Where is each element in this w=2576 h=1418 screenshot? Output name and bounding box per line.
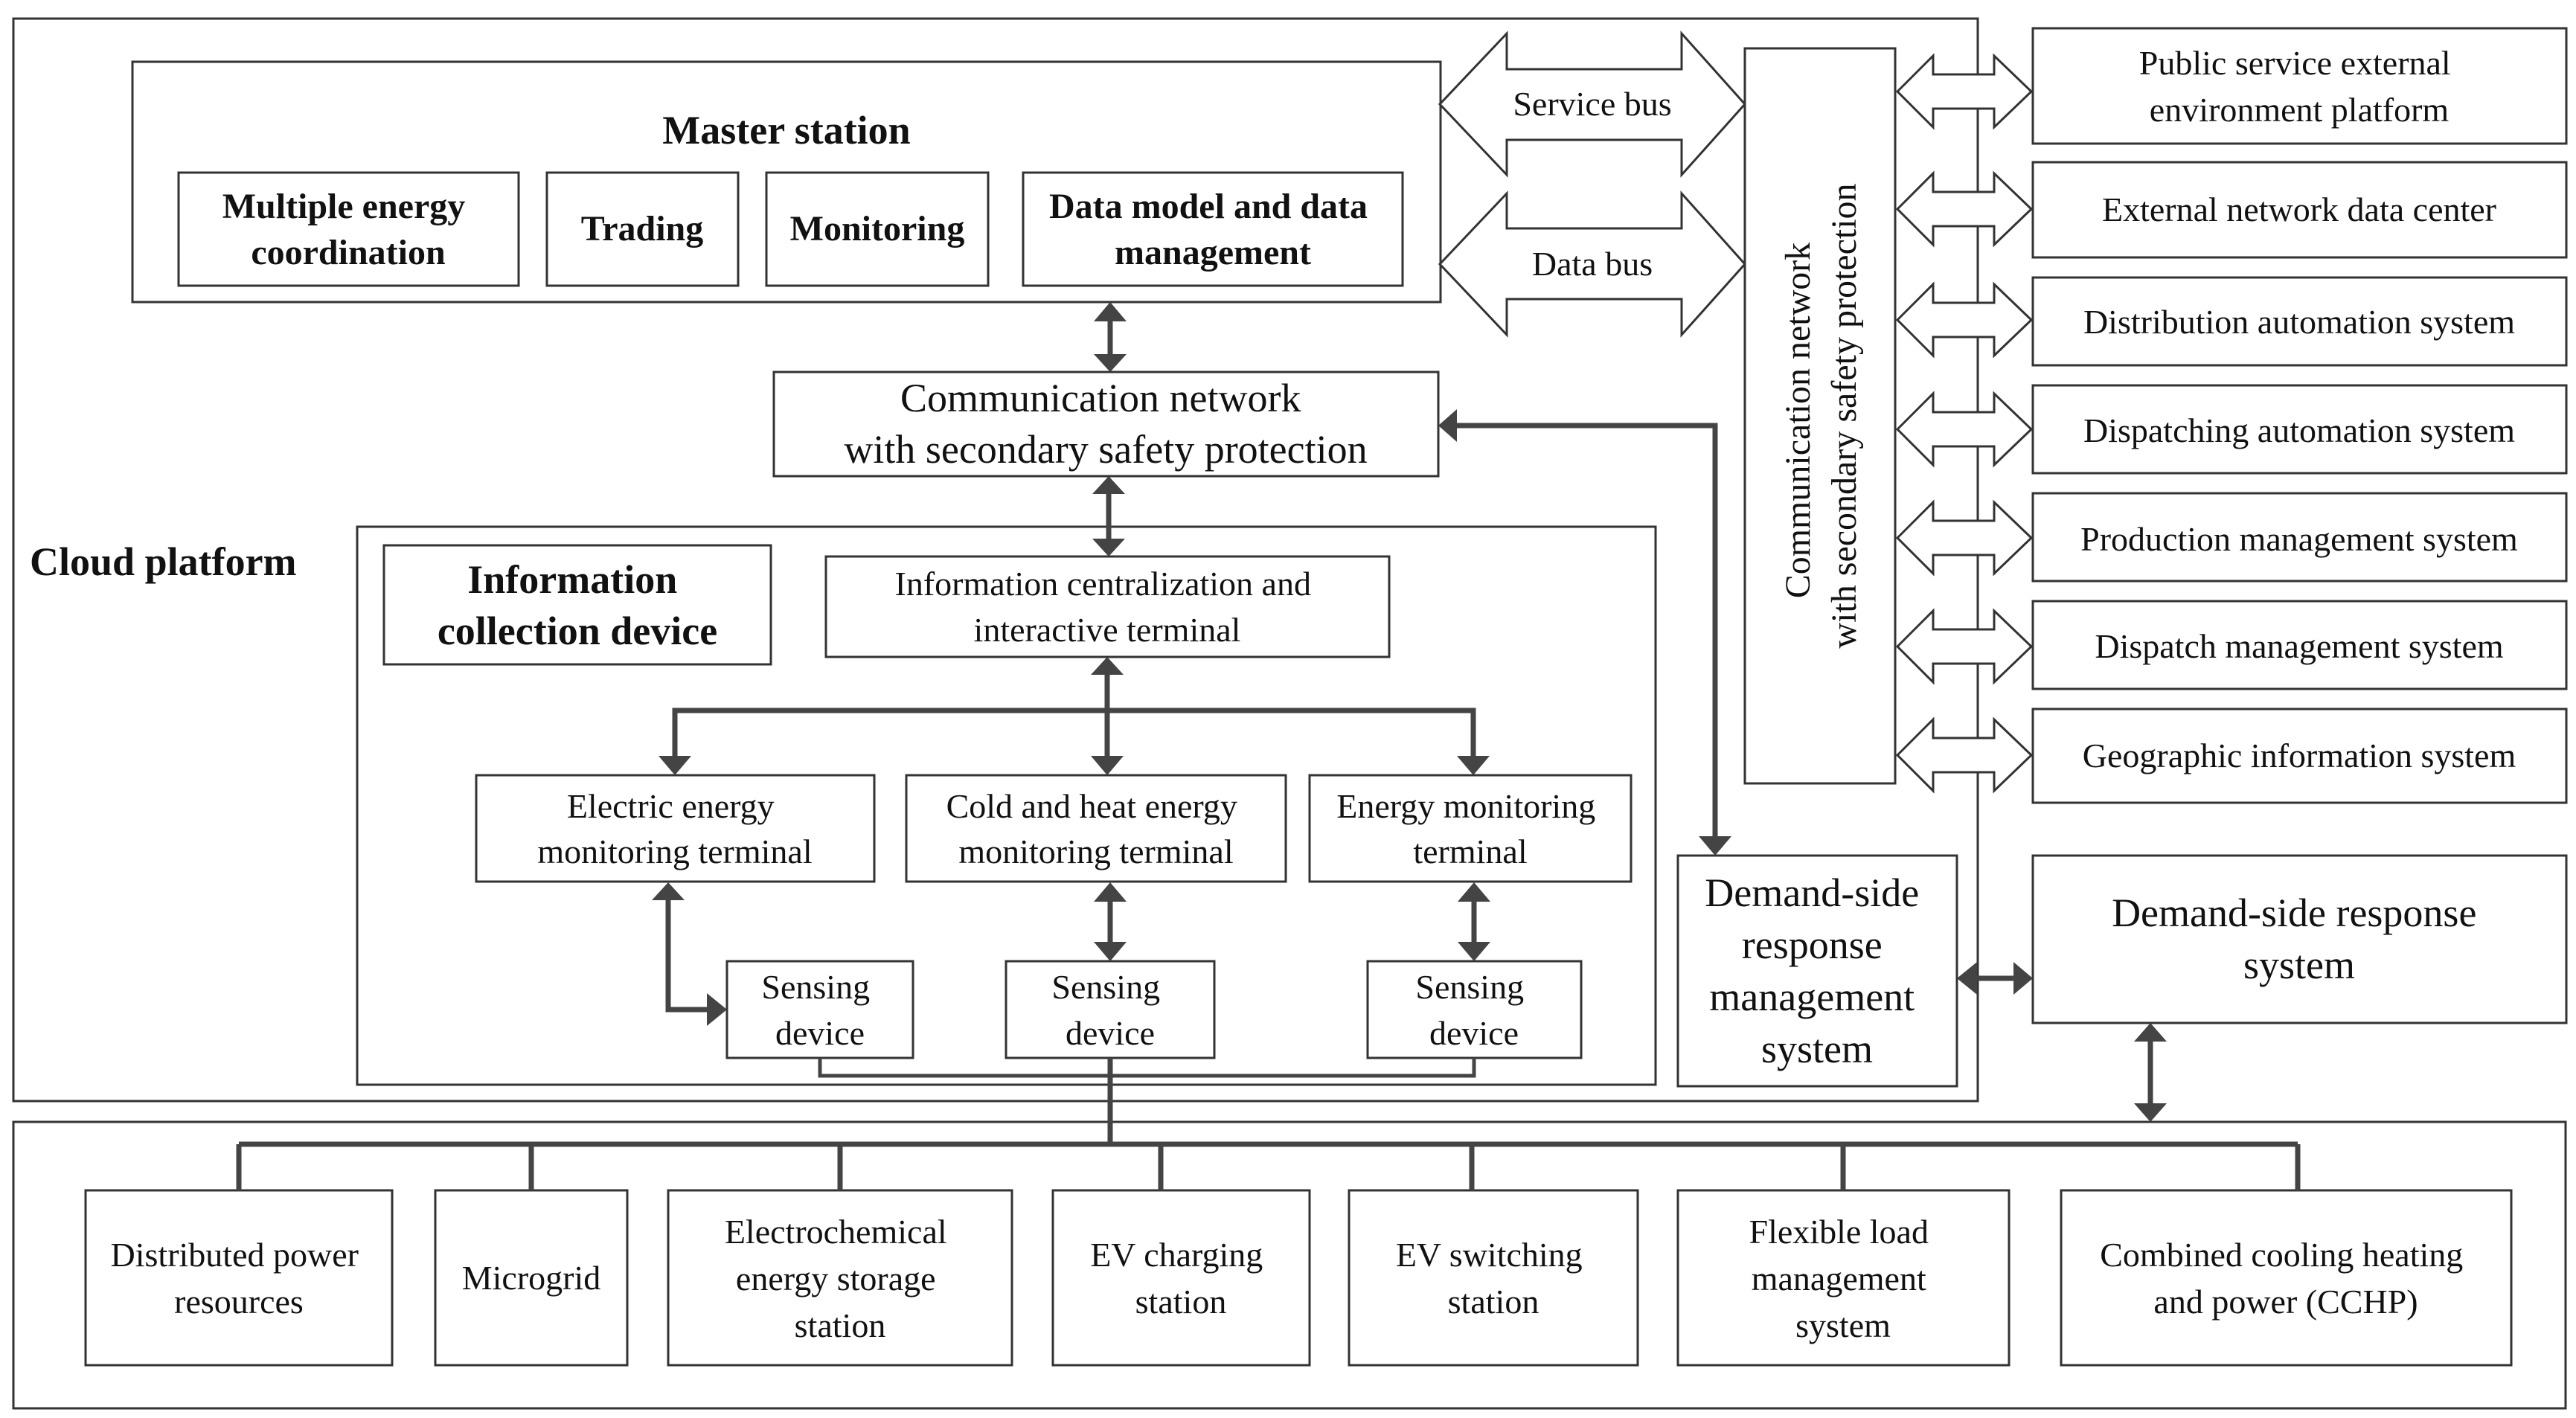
connector-lines: [236, 320, 2301, 1190]
sensing-device-3: Sensing device: [1366, 960, 1583, 1059]
external-system-geographic-information-label: Geographic information system: [2083, 737, 2516, 774]
sensing-device-1: Sensing device: [725, 960, 914, 1059]
external-system-dispatching-automation-label: Dispatching automation system: [2083, 411, 2515, 449]
terminal-cold-heat-energy-label: Cold and heat energy monitoring terminal: [946, 787, 1246, 870]
connector-sensing-bus: [818, 1058, 1476, 1078]
external-arrow: [1895, 281, 2034, 359]
terminal-energy-monitoring: Energy monitoring terminal: [1308, 774, 1633, 883]
demand-side-management-label: Demand-side response management system: [1705, 870, 1929, 1071]
vertical-comm-network-box: [1743, 47, 1897, 785]
info-collection-frame: [356, 525, 1657, 1086]
module-multiple-energy-coordination: Multiple energy coordination: [177, 171, 520, 287]
external-arrow: [1895, 608, 2034, 685]
arrowheads: [652, 302, 2167, 1122]
module-trading: Trading: [545, 171, 740, 287]
cloud-platform-label: Cloud platform: [30, 539, 297, 584]
external-system-production-management: Production management system: [2031, 492, 2568, 583]
vertical-comm-network-label: Communication network with secondary saf…: [1778, 183, 1864, 648]
info-collection-title-label: Information collection device: [438, 557, 717, 653]
external-system-network-data-center-label: External network data center: [2102, 190, 2496, 228]
module-trading-label: Trading: [581, 209, 703, 248]
module-monitoring: Monitoring: [765, 171, 990, 287]
module-multiple-energy-coordination-label: Multiple energy coordination: [222, 187, 475, 272]
resource-electrochemical-storage: Electrochemical energy storage station: [667, 1189, 1013, 1367]
center-comm-network: Communication network with secondary saf…: [772, 370, 1440, 478]
center-comm-network-label: Communication network with secondary saf…: [844, 376, 1367, 472]
module-data-model-management: Data model and data management: [1022, 171, 1404, 287]
external-system-geographic-information: Geographic information system: [2031, 708, 2568, 804]
resource-microgrid: Microgrid: [434, 1189, 629, 1367]
external-system-dispatch-management: Dispatch management system: [2031, 600, 2568, 690]
external-arrow: [1895, 716, 2034, 794]
resource-cchp: Combined cooling heating and power (CCHP…: [2060, 1189, 2513, 1367]
demand-side-response-system-label: Demand-side response system: [2112, 891, 2487, 987]
terminal-energy-monitoring-label: Energy monitoring terminal: [1336, 787, 1603, 870]
info-centralization-terminal-label: Information centralization and interacti…: [895, 565, 1320, 649]
resource-layer-frame: [12, 1120, 2567, 1410]
connector-electric-sensing: [665, 899, 708, 1013]
external-system-distribution-automation-label: Distribution automation system: [2083, 303, 2515, 341]
external-system-network-data-center: External network data center: [2031, 161, 2568, 259]
service-bus-label: Service bus: [1513, 85, 1671, 123]
info-centralization-terminal: Information centralization and interacti…: [824, 555, 1391, 658]
external-arrow: [1895, 53, 2034, 130]
external-system-distribution-automation: Distribution automation system: [2031, 276, 2568, 367]
info-collection-title: Information collection device: [382, 544, 772, 666]
sensing-device-2: Sensing device: [1005, 960, 1216, 1059]
sensing-device-2-label: Sensing device: [1051, 968, 1168, 1052]
resource-ev-switching: EV switching station: [1348, 1189, 1639, 1367]
resource-distributed-power-label: Distributed power resources: [111, 1236, 368, 1321]
external-arrow: [1895, 170, 2034, 248]
resource-electrochemical-storage-label: Electrochemical energy storage station: [725, 1213, 955, 1344]
connector-comm-demand-management: [1455, 423, 1718, 838]
master-station-title: Master station: [662, 108, 910, 153]
external-arrow: [1895, 499, 2034, 577]
resource-ev-charging: EV charging station: [1051, 1189, 1311, 1367]
external-system-dispatch-management-label: Dispatch management system: [2095, 627, 2504, 665]
external-system-production-management-label: Production management system: [2080, 520, 2518, 558]
connector-terminal-bar: [672, 708, 1476, 757]
module-monitoring-label: Monitoring: [790, 209, 965, 248]
terminal-electric-energy: Electric energy monitoring terminal: [475, 774, 876, 883]
external-system-public-service: Public service external environment plat…: [2031, 27, 2568, 145]
resource-flexible-load: Flexible load management system: [1676, 1189, 2011, 1367]
cloud-platform-frame: [12, 17, 1979, 1103]
resource-ev-charging-label: EV charging station: [1090, 1236, 1272, 1321]
resource-microgrid-label: Microgrid: [462, 1259, 601, 1297]
data-bus-label: Data bus: [1532, 245, 1653, 283]
external-system-public-service-label: Public service external environment plat…: [2139, 44, 2459, 129]
resource-distributed-power: Distributed power resources: [84, 1189, 394, 1367]
terminal-electric-energy-label: Electric energy monitoring terminal: [537, 787, 812, 870]
external-arrow: [1895, 391, 2034, 468]
external-system-dispatching-automation: Dispatching automation system: [2031, 384, 2568, 475]
external-system-arrows: [1895, 53, 2034, 794]
sensing-device-1-label: Sensing device: [761, 968, 878, 1052]
sensing-device-3-label: Sensing device: [1415, 968, 1532, 1052]
resource-cchp-label: Combined cooling heating and power (CCHP…: [2100, 1236, 2472, 1321]
module-data-model-management-label: Data model and data management: [1049, 187, 1377, 272]
resource-flexible-load-label: Flexible load management system: [1749, 1213, 1938, 1344]
demand-side-management-system: Demand-side response management system: [1676, 854, 1958, 1088]
resource-ev-switching-label: EV switching station: [1396, 1236, 1591, 1321]
demand-side-response-system: Demand-side response system: [2031, 854, 2568, 1024]
terminal-cold-heat-energy: Cold and heat energy monitoring terminal: [905, 774, 1287, 883]
